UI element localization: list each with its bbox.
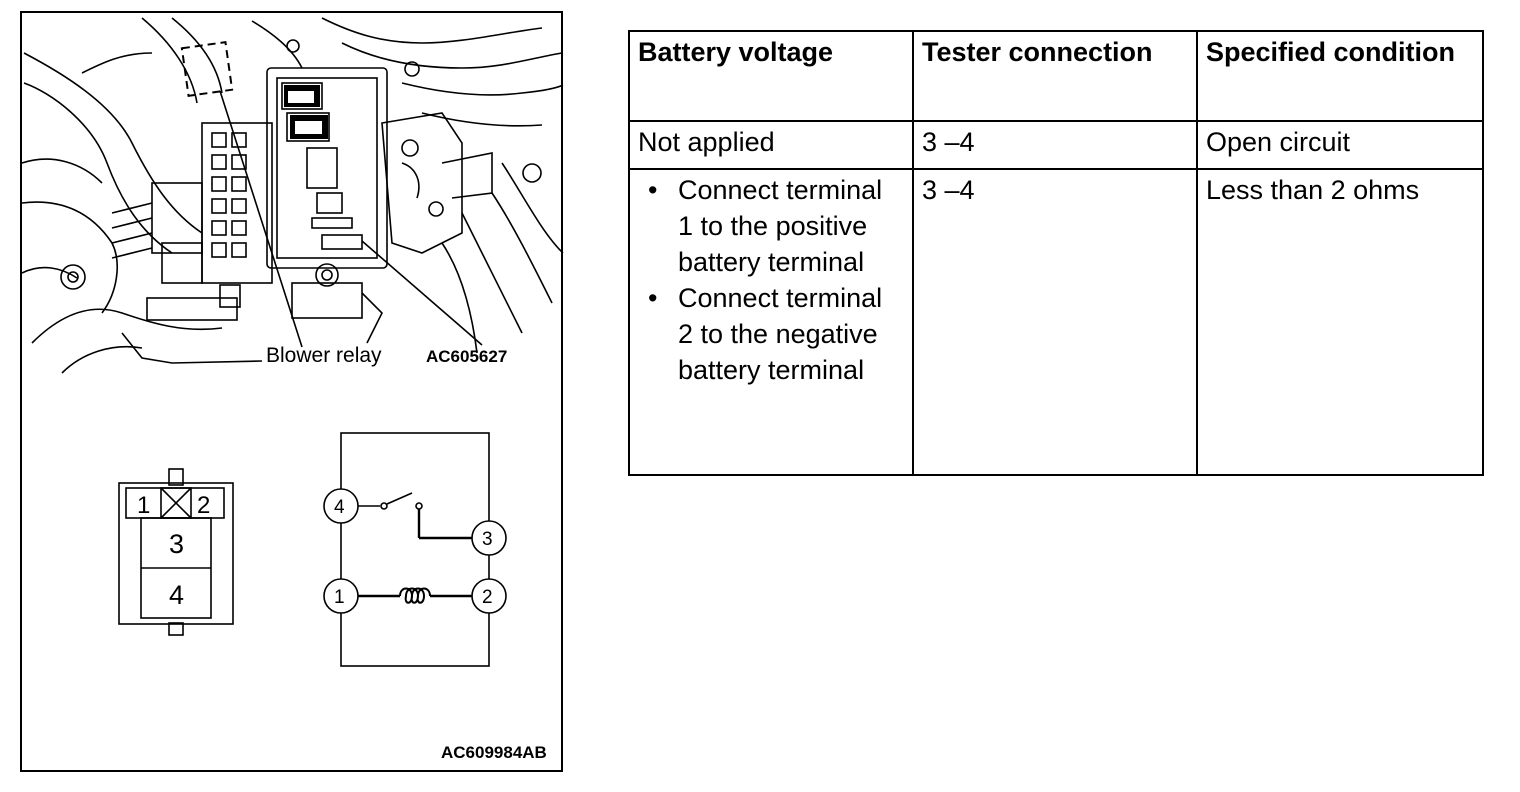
cell-specified-condition: Open circuit <box>1196 120 1484 170</box>
cell-specified-condition: Less than 2 ohms <box>1196 168 1484 476</box>
cell-tester-connection: 3 –4 <box>912 120 1198 170</box>
cell-battery-voltage: Not applied <box>628 120 914 170</box>
list-item: •Connect terminal 1 to the positive batt… <box>648 175 883 277</box>
connector-pin-4: 4 <box>169 580 184 610</box>
schematic-terminal-3: 3 <box>482 529 493 550</box>
relay-schematic <box>323 432 507 667</box>
figure-code-label: AC609984AB <box>441 743 547 762</box>
blower-relay-highlight <box>180 41 234 97</box>
list-item-text: Connect terminal 1 to the positive batte… <box>678 175 883 277</box>
cell-battery-voltage: •Connect terminal 1 to the positive batt… <box>628 168 914 476</box>
list-item-text: Connect terminal 2 to the negative batte… <box>678 283 883 385</box>
connector-pin-3: 3 <box>169 529 184 559</box>
photo-code-label: AC605627 <box>426 347 507 366</box>
header-specified-condition: Specified condition <box>1196 30 1484 122</box>
connector-pin-2: 2 <box>197 492 210 519</box>
cell-tester-connection: 3 –4 <box>912 168 1198 476</box>
schematic-terminal-4: 4 <box>334 497 345 518</box>
header-tester-connection: Tester connection <box>912 30 1198 122</box>
battery-voltage-list: •Connect terminal 1 to the positive batt… <box>638 172 904 388</box>
table-row: Not applied 3 –4 Open circuit <box>628 120 1484 170</box>
relay-illustration: Blower relay AC605627 1 2 3 4 <box>22 17 564 762</box>
relay-check-table-container: Battery voltage Tester connection Specif… <box>628 30 1484 476</box>
schematic-terminal-2: 2 <box>482 587 493 608</box>
header-battery-voltage: Battery voltage <box>628 30 914 122</box>
table-row: •Connect terminal 1 to the positive batt… <box>628 168 1484 476</box>
table-header-row: Battery voltage Tester connection Specif… <box>628 30 1484 122</box>
schematic-terminal-1: 1 <box>334 587 345 608</box>
list-item: •Connect terminal 2 to the negative batt… <box>648 283 883 385</box>
relay-check-table: Battery voltage Tester connection Specif… <box>628 30 1484 476</box>
relay-figure: Blower relay AC605627 1 2 3 4 <box>20 11 564 772</box>
blower-relay-label: Blower relay <box>266 344 382 367</box>
relay-connector-face <box>118 468 234 636</box>
fuse-box-line-art <box>22 17 564 374</box>
connector-pin-1: 1 <box>137 492 150 519</box>
